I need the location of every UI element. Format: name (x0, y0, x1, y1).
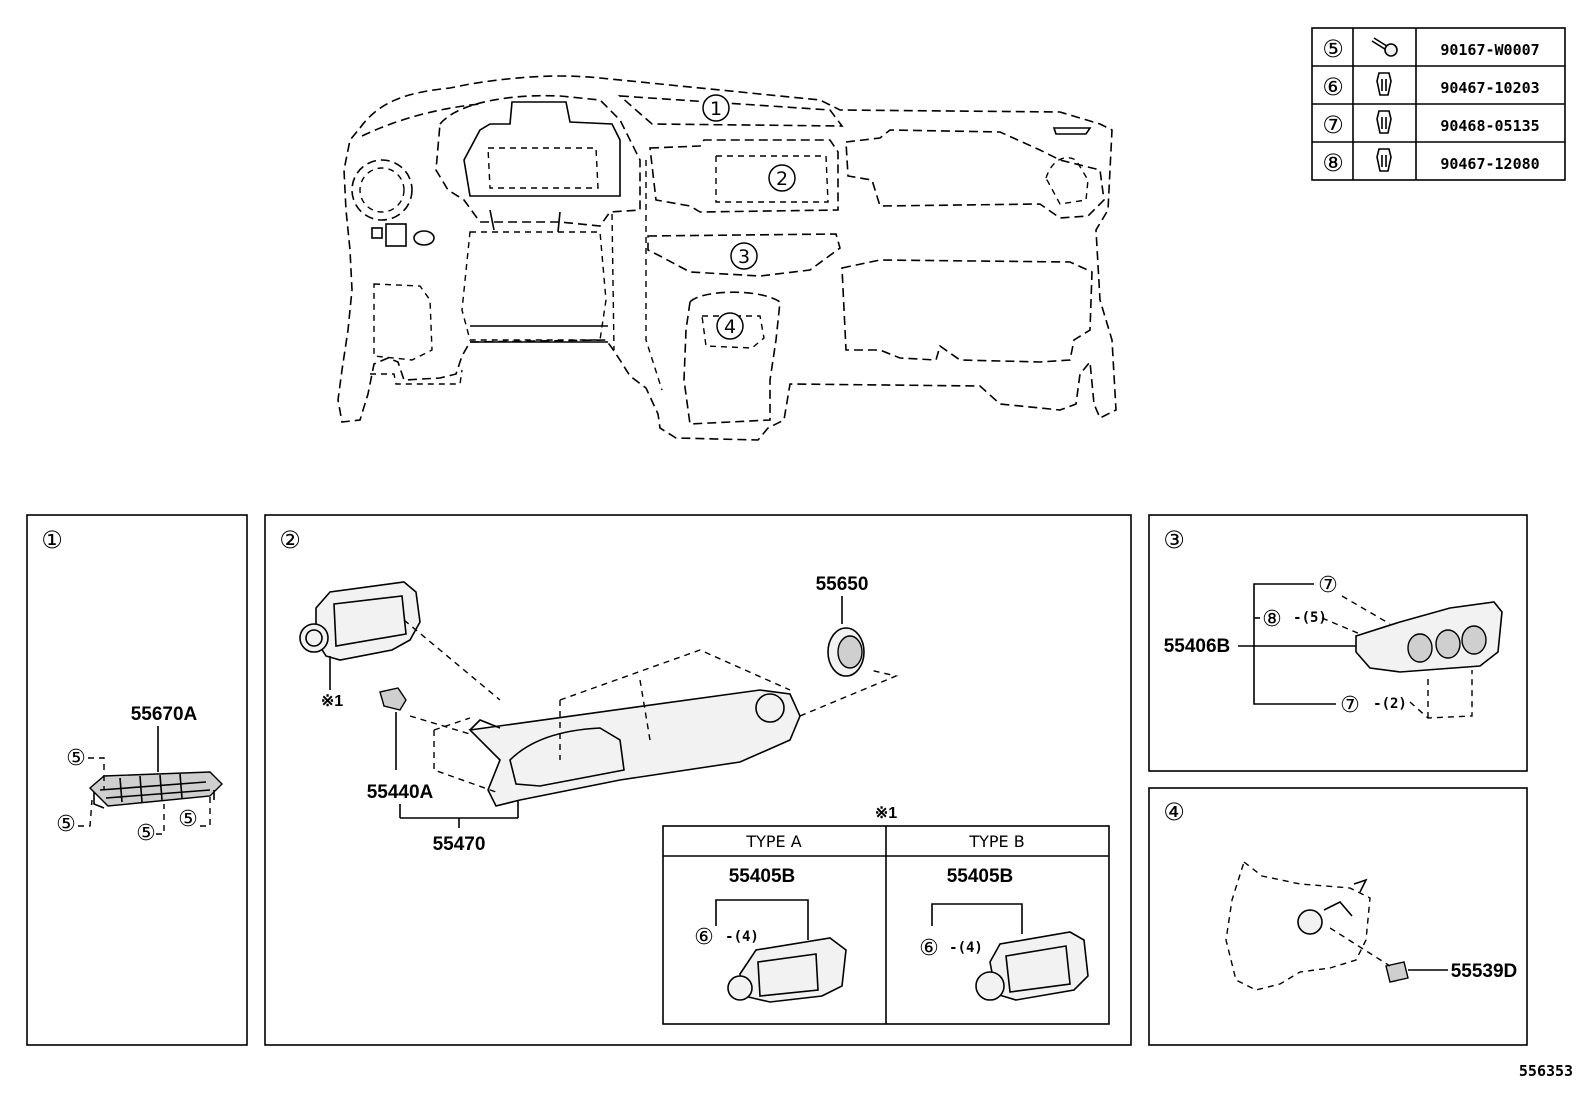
part-55440A-label: 55440A (367, 782, 434, 803)
panel-2-ref: ② (279, 526, 301, 554)
table-ref-4: ⑧ (1322, 149, 1344, 177)
table-ref-1: ⑤ (1322, 35, 1344, 63)
console-part (1225, 860, 1371, 991)
panel-3-qty-3: -(2) (1373, 696, 1407, 712)
switch-panel-part (1355, 601, 1503, 673)
radio-note-ref: ※1 (321, 693, 343, 710)
panel-1: ① 55670A ⑤ ⑤ ⑤ ⑤ (26, 514, 248, 1046)
panel-1-ref: ① (41, 526, 63, 554)
part-55539D-label: 55539D (1451, 961, 1518, 982)
panel-1-fastener-3: ⑤ (136, 821, 156, 846)
overview-callout-1: 1 (702, 94, 730, 122)
table-ref-2: ⑥ (1322, 73, 1344, 101)
bracket-part (379, 687, 407, 711)
table-partno-3: 90468-05135 (1440, 117, 1539, 135)
table-partno-2: 90467-10203 (1440, 79, 1539, 97)
center-vent-part (88, 771, 223, 809)
panel-3-ref: ③ (1163, 526, 1185, 554)
part-55406B-label: 55406B (1164, 636, 1231, 657)
type-a-qty: -(4) (725, 929, 759, 945)
clip-icon (1376, 72, 1392, 96)
panel-3: ③ 55406B ⑦ ⑧ -(5) ⑦ -(2) (1148, 514, 1528, 772)
panel-3-fastener-2: ⑧ (1262, 607, 1282, 632)
type-b-part: 55405B (947, 866, 1014, 887)
table-ref-3: ⑦ (1322, 111, 1344, 139)
subtable-note: ※1 (875, 805, 897, 822)
overview-callout-2: 2 (768, 164, 796, 192)
instrument-panel-part (468, 689, 801, 807)
panel-3-fastener-1: ⑦ (1318, 573, 1338, 598)
type-b-radio-bezel (975, 931, 1089, 1001)
overview-callout-3: 3 (730, 242, 758, 270)
type-subtable: TYPE A TYPE B 55405B ⑥ -(4) 55405B ⑥ -(4… (662, 825, 1110, 1025)
type-b-heading: TYPE B (968, 832, 1024, 851)
radio-bezel-part (299, 581, 421, 661)
panel-1-fastener-2: ⑤ (56, 812, 76, 837)
part-55650-label: 55650 (816, 574, 869, 595)
part-55470-label: 55470 (433, 834, 486, 855)
speaker-part (827, 627, 865, 677)
overview-callout-4: 4 (716, 312, 744, 340)
type-a-heading: TYPE A (745, 832, 801, 851)
svg-text:4: 4 (724, 316, 736, 338)
clip-icon (1376, 110, 1392, 134)
dashboard-overview: 1 2 3 4 (337, 75, 1117, 441)
svg-text:3: 3 (738, 246, 750, 268)
type-a-part: 55405B (729, 866, 796, 887)
bolt-icon (1371, 37, 1398, 57)
svg-text:2: 2 (776, 168, 788, 190)
fastener-table: ⑤ 90167-W0007 ⑥ 90467-10203 ⑦ 90468-0513… (1311, 27, 1566, 181)
table-partno-4: 90467-12080 (1440, 155, 1539, 173)
panel-4: ④ 55539D (1148, 787, 1528, 1046)
panel-2: ② ※1 55650 55440A (264, 514, 1132, 1046)
type-b-fastener: ⑥ (919, 936, 939, 961)
panel-4-ref: ④ (1163, 798, 1185, 826)
panel-3-qty-2: -(5) (1293, 610, 1327, 626)
clip-icon (1376, 148, 1392, 172)
type-a-radio-bezel (727, 937, 847, 1003)
panel-1-fastener-4: ⑤ (178, 807, 198, 832)
panel-3-fastener-3: ⑦ (1340, 693, 1360, 718)
table-partno-1: 90167-W0007 (1440, 41, 1539, 59)
diagram-id: 556353 (1519, 1062, 1573, 1080)
type-b-qty: -(4) (949, 940, 983, 956)
type-a-fastener: ⑥ (694, 925, 714, 950)
switch-55539D-part (1385, 961, 1409, 983)
svg-text:1: 1 (710, 98, 722, 120)
panel-1-fastener-1: ⑤ (66, 746, 86, 771)
part-55670A-label: 55670A (131, 704, 198, 725)
